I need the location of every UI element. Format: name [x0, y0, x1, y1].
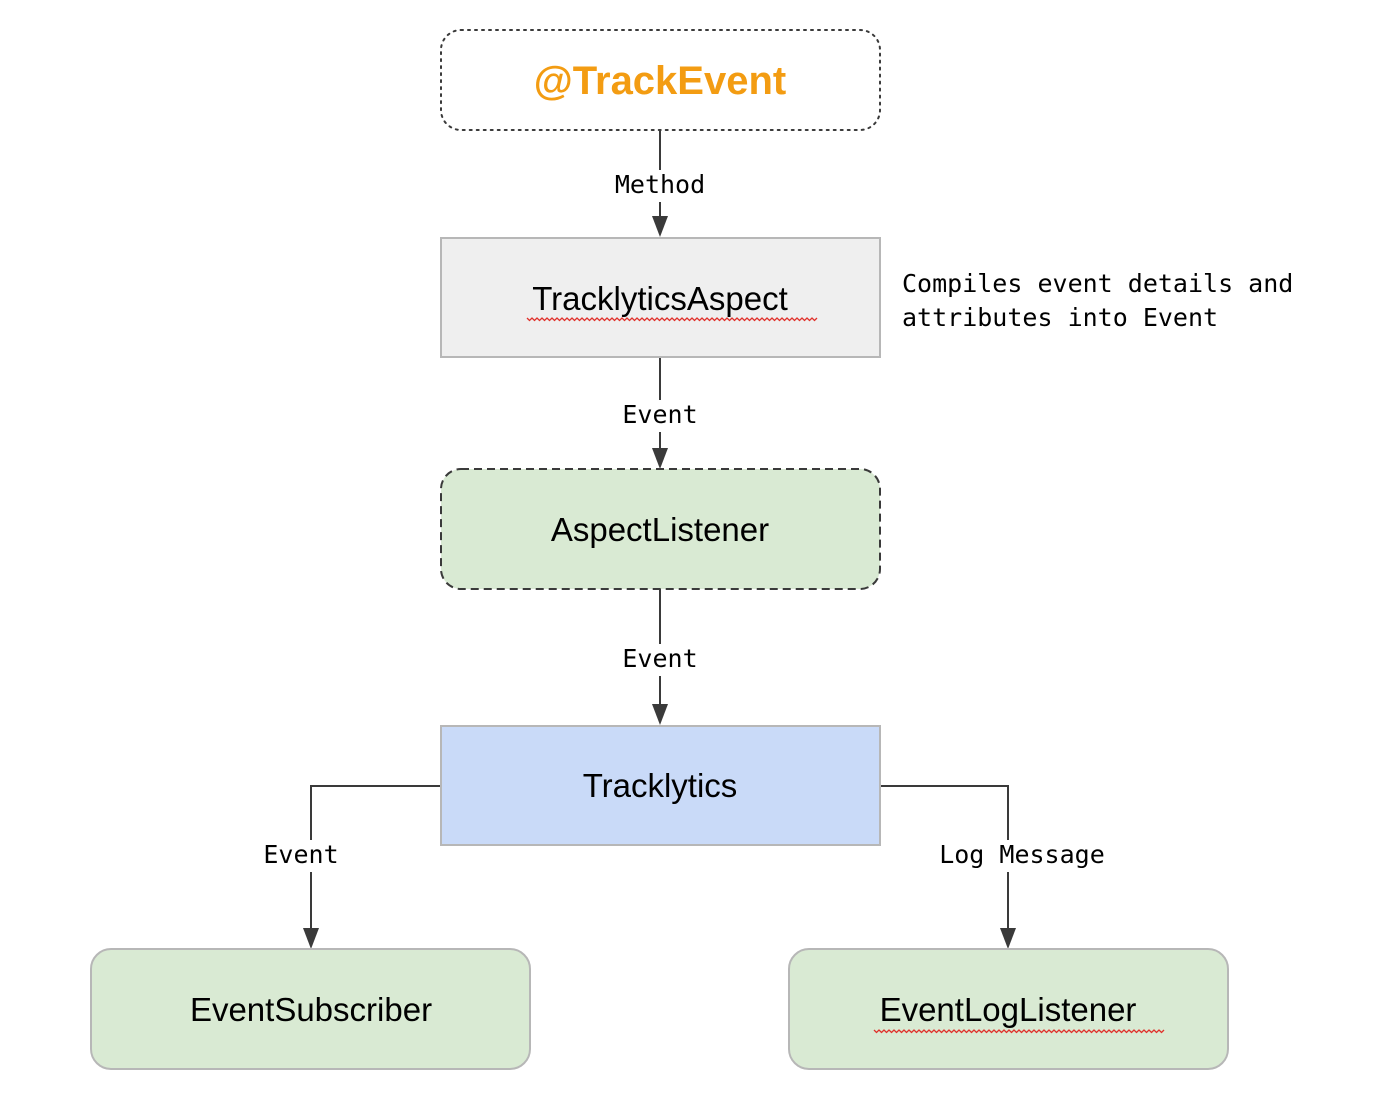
spellcheck-squiggle — [526, 317, 818, 322]
node-tracklytics[interactable]: Tracklytics — [440, 725, 881, 846]
edge-listener-core-arrowhead — [652, 704, 668, 725]
node-event-log-listener-label: EventLogListener — [880, 991, 1137, 1028]
edge-label-log-message: Log Message — [939, 840, 1105, 869]
edge-core-subscriber-arrowhead — [303, 928, 319, 949]
aspect-note-line-2: attributes into Event — [902, 303, 1218, 332]
edge-core-log-line — [880, 785, 1009, 932]
node-event-subscriber[interactable]: EventSubscriber — [90, 948, 531, 1070]
node-event-subscriber-label: EventSubscriber — [190, 991, 432, 1028]
edge-method-arrowhead — [652, 216, 668, 237]
aspect-note-line-1: Compiles event details and — [902, 269, 1293, 298]
edge-label-event-2: Event — [622, 644, 697, 673]
edge-aspect-listener-arrowhead — [652, 448, 668, 469]
node-event-log-listener[interactable]: EventLogListener — [788, 948, 1229, 1070]
edge-core-subscriber-line — [310, 785, 441, 932]
edge-label-event-1: Event — [622, 400, 697, 429]
edge-core-log-arrowhead — [1000, 928, 1016, 949]
node-tracklytics-aspect-label: TracklyticsAspect — [532, 280, 788, 317]
edge-label-event-3: Event — [263, 840, 338, 869]
node-aspect-listener[interactable]: AspectListener — [440, 468, 881, 590]
node-tracklytics-label: Tracklytics — [583, 767, 738, 804]
node-track-event[interactable]: @TrackEvent — [440, 29, 881, 131]
spellcheck-squiggle — [873, 1029, 1165, 1034]
node-tracklytics-aspect[interactable]: TracklyticsAspect — [440, 237, 881, 358]
aspect-note: Compiles event details and attributes in… — [902, 269, 1293, 332]
node-aspect-listener-label: AspectListener — [551, 511, 769, 548]
node-track-event-label: @TrackEvent — [534, 59, 786, 103]
edge-label-method: Method — [615, 170, 705, 199]
